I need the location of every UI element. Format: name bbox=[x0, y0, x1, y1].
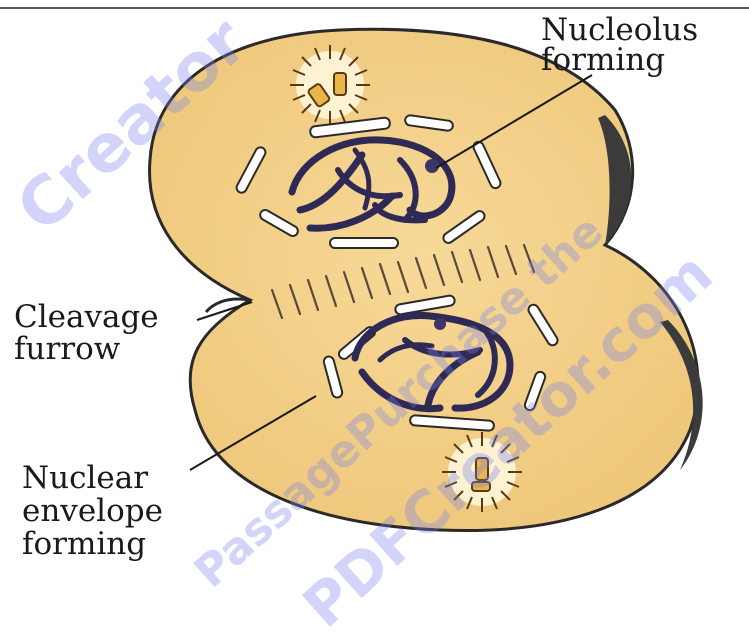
nuclear-label-line-3: forming bbox=[22, 528, 146, 561]
upper-nucleolus bbox=[425, 159, 439, 173]
upper-centrosome bbox=[290, 45, 370, 125]
mitosis-diagram: Creator PassagePurchase the PDFCreator.c… bbox=[0, 0, 749, 561]
nuclear-label-line-2: envelope bbox=[22, 495, 163, 528]
nucleolus-label-line-2: forming bbox=[541, 44, 665, 77]
nuclear-label-line-1: Nuclear bbox=[22, 462, 148, 495]
cleavage-label-line-1: Cleavage bbox=[14, 301, 159, 334]
cleavage-label-line-2: furrow bbox=[14, 333, 120, 366]
